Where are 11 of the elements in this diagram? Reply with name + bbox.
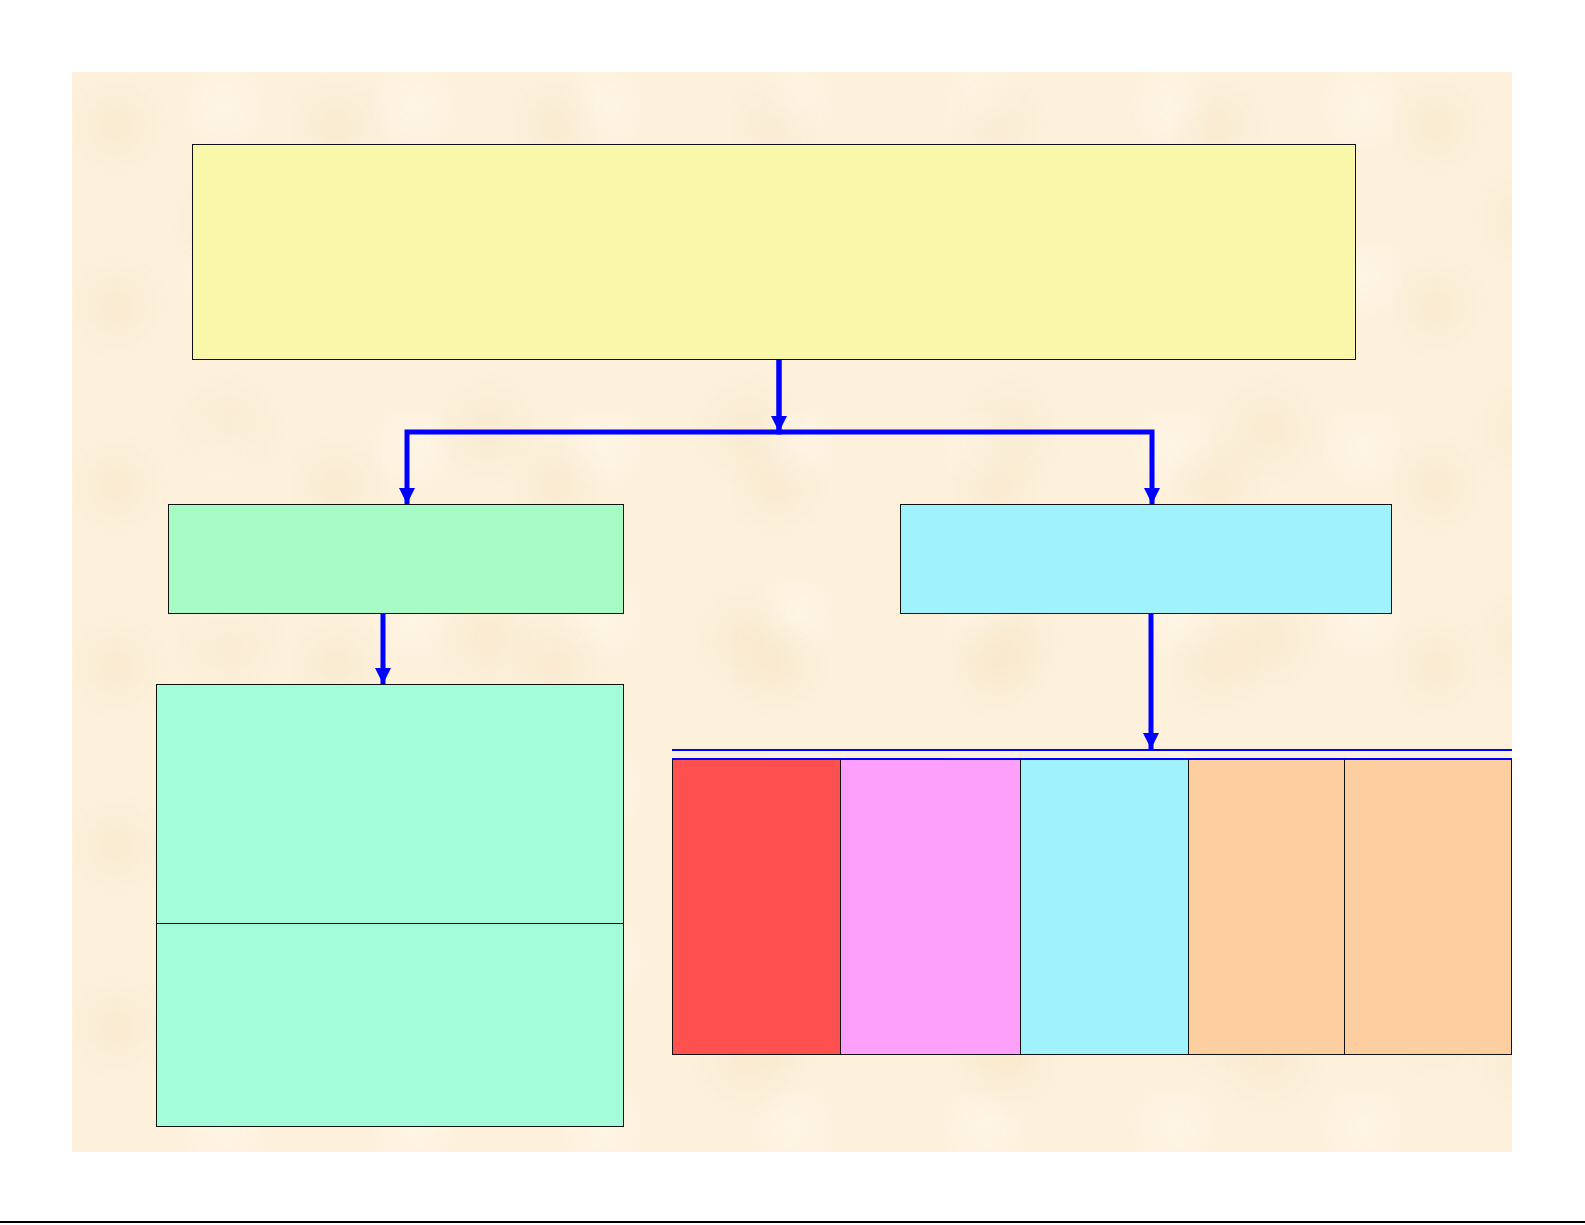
branch-box bbox=[168, 504, 624, 614]
table-column bbox=[1344, 758, 1512, 1055]
table-column bbox=[672, 758, 841, 1055]
panel-box bbox=[156, 684, 624, 925]
column-table bbox=[672, 749, 1512, 1057]
panel-box bbox=[156, 923, 624, 1127]
header-box bbox=[192, 144, 1356, 360]
table-column bbox=[1020, 758, 1189, 1055]
table-column bbox=[840, 758, 1021, 1055]
table-column bbox=[1188, 758, 1345, 1055]
branch-box bbox=[900, 504, 1392, 614]
